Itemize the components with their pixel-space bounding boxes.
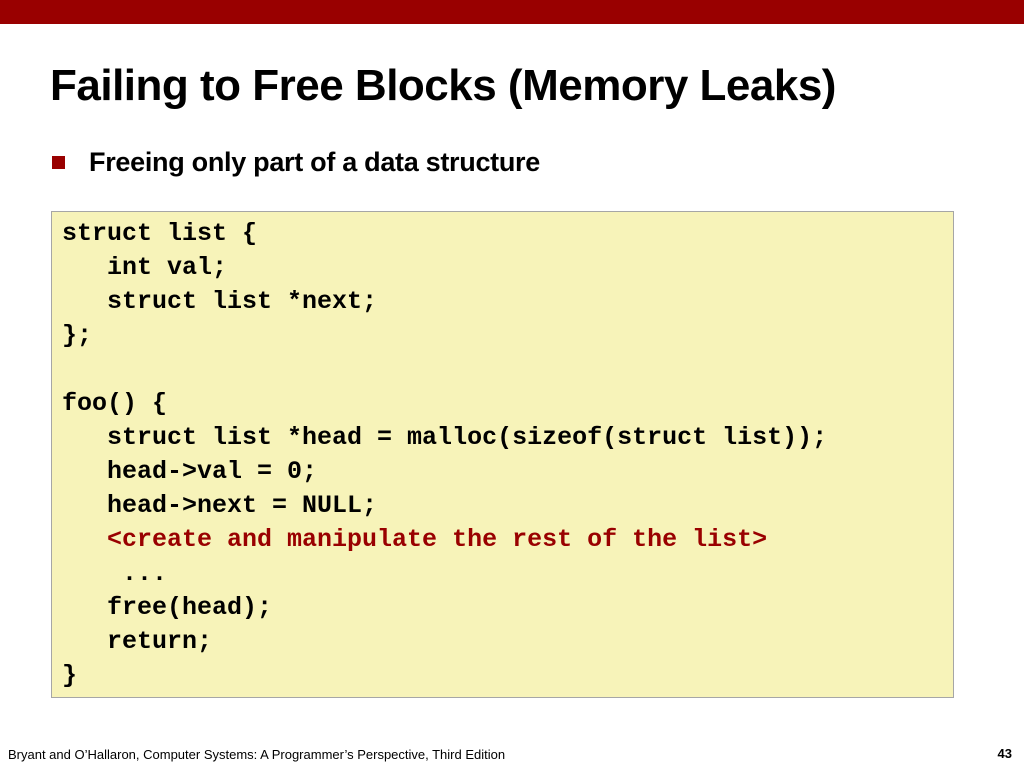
bullet-item: Freeing only part of a data structure: [52, 143, 540, 181]
code-line: struct list *head = malloc(sizeof(struct…: [62, 423, 828, 452]
code-line: ...: [62, 559, 168, 588]
square-bullet-icon: [52, 155, 65, 169]
code-line: struct list {: [62, 219, 258, 248]
code-line: <create and manipulate the rest of the l…: [62, 525, 768, 554]
slide-title: Failing to Free Blocks (Memory Leaks): [50, 61, 836, 110]
code-line: free(head);: [62, 593, 273, 622]
code-line: int val;: [62, 253, 228, 282]
code-line: };: [62, 321, 93, 350]
code-line: return;: [62, 627, 213, 656]
code-block: struct list { int val; struct list *next…: [51, 211, 954, 698]
page-number: 43: [997, 746, 1012, 761]
top-accent-bar: [0, 0, 1024, 24]
code-line: head->next = NULL;: [62, 491, 378, 520]
code-line: head->val = 0;: [62, 457, 318, 486]
footer-citation: Bryant and O’Hallaron, Computer Systems:…: [8, 747, 506, 762]
bullet-text: Freeing only part of a data structure: [89, 146, 540, 177]
code-line: foo() {: [62, 389, 168, 418]
code-line: }: [62, 661, 78, 690]
code-line: struct list *next;: [62, 287, 378, 316]
